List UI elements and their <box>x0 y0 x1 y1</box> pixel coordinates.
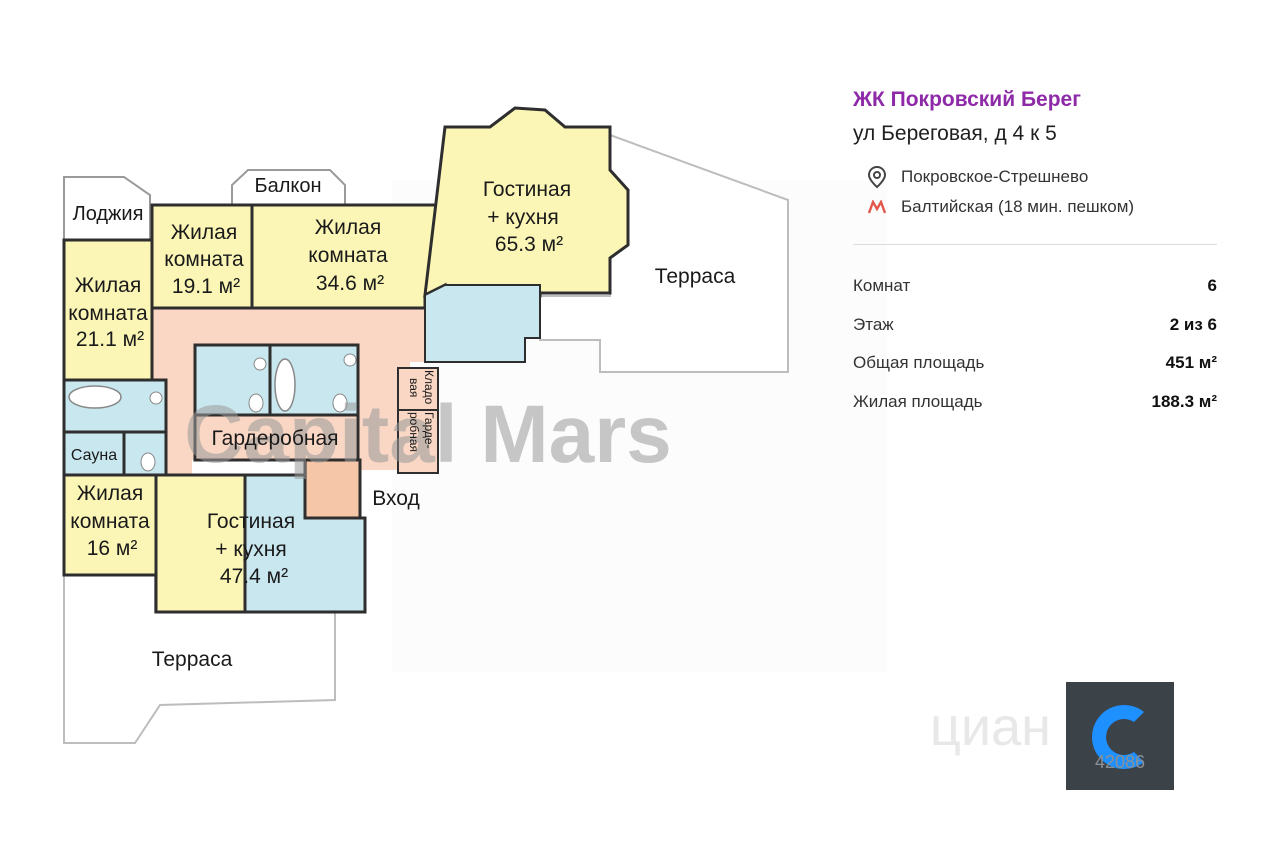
room-16-label-2: комната <box>70 510 150 533</box>
room-21-label-2: комната <box>68 302 148 325</box>
param-rooms: Комнат 6 <box>853 275 1217 314</box>
param-living-area: Жилая площадь 188.3 м² <box>853 391 1217 430</box>
param-value: 2 из 6 <box>1169 314 1217 334</box>
location-pin-icon <box>865 165 889 189</box>
living-65-area: 65.3 м² <box>495 233 563 256</box>
living-65-label-1: Гостиная <box>483 178 571 201</box>
wardrobe-small <box>397 409 439 474</box>
pantry-label: Кладо вая <box>407 370 436 405</box>
room-34-label-1: Жилая <box>315 216 381 239</box>
address: ул Береговая, д 4 к 5 <box>853 122 1057 145</box>
metro-icon <box>865 195 889 219</box>
param-value: 188.3 м² <box>1151 391 1217 411</box>
kitchen-65-zone <box>424 284 541 363</box>
param-label: Общая площадь <box>853 353 985 372</box>
room-21-area: 21.1 м² <box>76 328 144 351</box>
sink-center-2 <box>343 353 357 367</box>
wardrobe-big <box>193 413 360 462</box>
living-65 <box>423 106 630 298</box>
living-47-label-1: Гостиная <box>207 510 295 533</box>
bathtub-left <box>68 385 122 409</box>
param-label: Комнат <box>853 276 911 295</box>
room-34-area: 34.6 м² <box>316 272 384 295</box>
svg-text:вая: вая <box>407 378 421 397</box>
param-label: Этаж <box>853 314 894 334</box>
terrace-bottom-label: Терраса <box>152 648 233 671</box>
living-47-area: 47.4 м² <box>220 565 288 588</box>
room-34-label-2: комната <box>308 244 388 267</box>
terrace-right <box>539 133 789 373</box>
room-19-label-1: Жилая <box>171 221 237 244</box>
toilet-center-2 <box>332 393 348 413</box>
terrace-right-label: Терраса <box>655 265 736 288</box>
svg-text:Гарде-: Гарде- <box>422 412 436 449</box>
listing-info-panel: ЖК Покровский Берег ул Береговая, д 4 к … <box>853 86 1217 429</box>
district-row: Покровское-Стрешнево <box>865 162 1217 192</box>
loggia-label: Лоджия <box>73 203 144 225</box>
sauna-zone <box>62 430 126 477</box>
wardrobe-big-label: Гардеробная <box>211 427 338 450</box>
sink-center-1 <box>253 357 267 371</box>
divider <box>853 244 1217 245</box>
entrance-hall <box>303 458 362 520</box>
svg-text:Кладо: Кладо <box>422 370 436 405</box>
sink-left <box>149 391 163 405</box>
cian-logo-icon: 42086 <box>1092 705 1145 772</box>
metro-name: Балтийская (18 мин. пешком) <box>901 197 1135 216</box>
room-19-label-2: комната <box>164 248 244 271</box>
param-total-area: Общая площадь 451 м² <box>853 352 1217 391</box>
cian-logo: 42086 <box>1066 682 1174 790</box>
cian-watermark: циан <box>930 697 1051 757</box>
room-16 <box>62 473 158 577</box>
watermark: Capital Mars <box>184 389 672 480</box>
sauna-label: Сауна <box>71 447 117 464</box>
living-47-label-2: + кухня <box>215 538 287 561</box>
svg-text:42086: 42086 <box>1095 752 1145 772</box>
room-21 <box>62 238 154 382</box>
param-floor: Этаж 2 из 6 <box>853 314 1217 353</box>
svg-text:робная: робная <box>407 412 421 452</box>
bathtub-center <box>274 358 296 412</box>
param-label: Жилая площадь <box>853 391 983 411</box>
complex-name-link[interactable]: ЖК Покровский Берег <box>853 88 1081 111</box>
balcony-label: Балкон <box>254 175 321 197</box>
district-name: Покровское-Стрешнево <box>901 167 1089 186</box>
param-value: 451 м² <box>1165 353 1217 372</box>
room-19-area: 19.1 м² <box>172 275 240 298</box>
room-21-label-1: Жилая <box>75 274 141 297</box>
room-16-area: 16 м² <box>87 537 138 560</box>
entrance-label: Вход <box>372 487 420 510</box>
toilet-center-1 <box>248 393 264 413</box>
toilet-left <box>140 452 156 472</box>
room-16-label-1: Жилая <box>77 482 143 505</box>
metro-row: Балтийская (18 мин. пешком) <box>865 192 1217 222</box>
loggia <box>63 176 151 241</box>
living-65-label-2: + кухня <box>487 206 559 229</box>
param-value: 6 <box>1207 276 1217 295</box>
wardrobe-small-label: Гарде- робная <box>407 412 436 452</box>
